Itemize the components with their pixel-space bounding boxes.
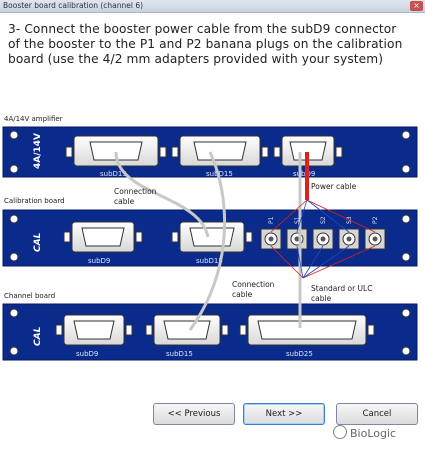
amplifier-subd15-2 — [171, 135, 269, 167]
calibration-section-label: Calibration board — [4, 197, 65, 205]
calibration-subd9 — [63, 221, 143, 253]
amplifier-connector-label-3: subD9 — [293, 170, 315, 178]
next-button[interactable]: Next >> — [243, 403, 325, 425]
previous-button[interactable]: << Previous — [153, 403, 235, 425]
watermark: BioLogic — [333, 425, 396, 440]
wechat-icon — [333, 425, 347, 439]
channel-connector-label-1: subD9 — [76, 350, 98, 358]
channel-board: CAL subD9 subD15 subD25 — [2, 303, 418, 361]
plug-label-p1: P1 — [268, 216, 275, 224]
banana-plug-p2 — [364, 228, 386, 250]
calibration-connector-label-1: subD9 — [88, 257, 110, 265]
calibration-subd15 — [171, 221, 253, 253]
amplifier-section-label: 4A/14V amplifier — [4, 115, 63, 123]
plug-label-s1: S1 — [294, 216, 301, 224]
channel-subd9 — [55, 314, 133, 346]
connection-cable-amp-cal — [114, 151, 210, 238]
amplifier-connector-label-1: subD15 — [100, 170, 127, 178]
banana-plug-p1 — [260, 228, 282, 250]
plug-label-s2: S2 — [320, 216, 327, 224]
calibration-board-tag: CAL — [33, 232, 43, 252]
cancel-button[interactable]: Cancel — [336, 403, 418, 425]
title-bar: Booster board calibration (channel 6) × — [0, 0, 425, 13]
wiring-diagram: 4A/14V amplifier Calibration board Chann… — [2, 115, 418, 361]
connection-cable-amp-channel — [188, 151, 227, 331]
calibration-connector-label-2: subD15 — [196, 257, 223, 265]
banana-plug-s3 — [338, 228, 360, 250]
plug-wiring — [270, 199, 376, 279]
amplifier-subd15-1 — [65, 135, 167, 167]
banana-plug-s2 — [312, 228, 334, 250]
channel-board-tag: CAL — [33, 326, 43, 346]
channel-connector-label-3: subD25 — [286, 350, 313, 358]
plug-label-p2: P2 — [372, 216, 379, 224]
channel-connector-label-2: subD15 — [166, 350, 193, 358]
close-button[interactable]: × — [410, 1, 423, 11]
window-title: Booster board calibration (channel 6) — [3, 1, 144, 10]
calibration-board: CAL subD9 subD15 — [2, 209, 418, 267]
watermark-text: BioLogic — [350, 427, 397, 440]
amplifier-board-tag: 4A/14V — [33, 133, 43, 169]
amplifier-subd9 — [273, 135, 343, 167]
channel-section-label: Channel board — [4, 292, 55, 300]
power-cable-label: Power cable — [311, 182, 357, 191]
channel-subd15 — [145, 314, 229, 346]
channel-subd25 — [239, 314, 375, 346]
instruction-text: 3- Connect the booster power cable from … — [8, 22, 403, 66]
